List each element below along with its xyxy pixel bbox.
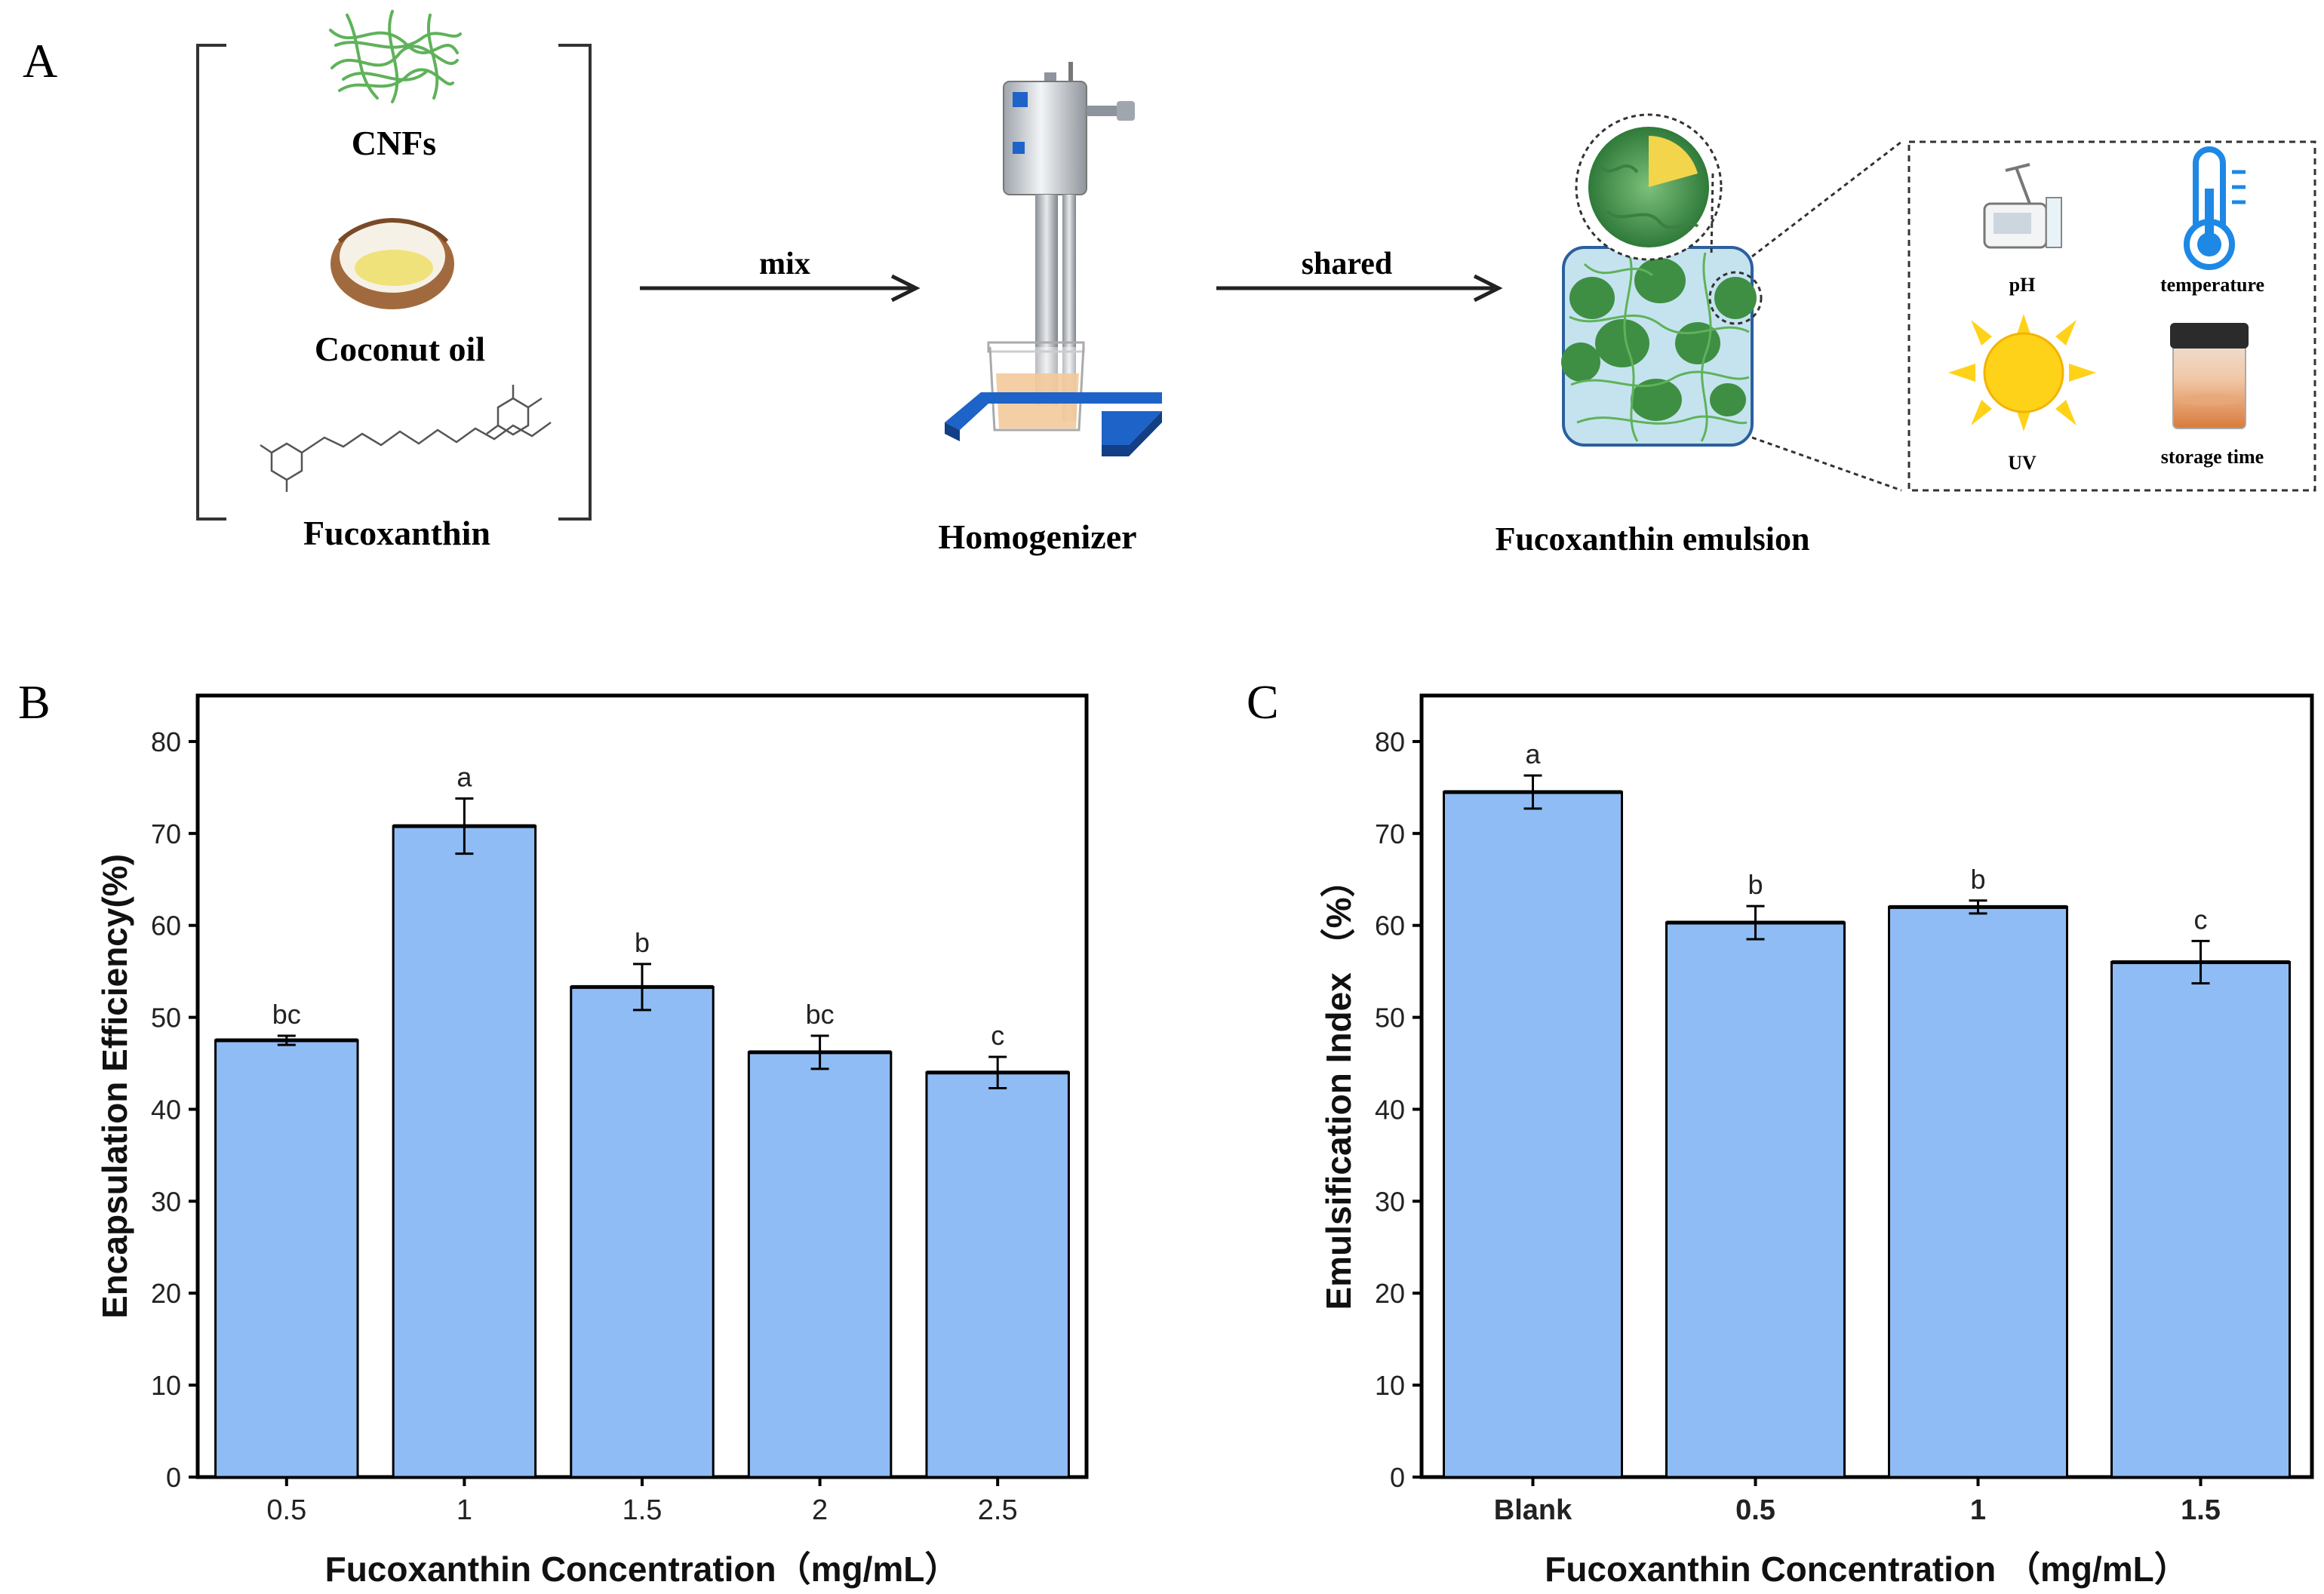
chart0-ytick-label: 0 bbox=[166, 1462, 181, 1493]
arrow-shared-label: shared bbox=[1302, 247, 1393, 281]
chart1-ytick-label: 40 bbox=[1375, 1094, 1405, 1125]
chart0-xtick-label: 2.5 bbox=[978, 1494, 1018, 1526]
chart1-ytick-label: 10 bbox=[1375, 1370, 1405, 1401]
chart1-ytick-label: 60 bbox=[1375, 911, 1405, 941]
ph-meter-icon bbox=[1983, 163, 2062, 249]
chart1-ytick-label: 50 bbox=[1375, 1003, 1405, 1033]
right-bracket bbox=[558, 44, 592, 521]
emulsion-label: Fucoxanthin emulsion bbox=[1496, 521, 1810, 557]
panel-a-schematic: A CNFs Coconut oil bbox=[23, 10, 2316, 557]
chart0-bar bbox=[925, 1071, 1070, 1479]
chart1-xtick-label: Blank bbox=[1494, 1494, 1572, 1526]
chart1-bar bbox=[1443, 791, 1623, 1479]
ingredient-coconut-oil: Coconut oil bbox=[315, 330, 485, 368]
panel-label-a: A bbox=[23, 34, 57, 88]
chart0-ytick-label: 40 bbox=[151, 1094, 181, 1125]
chart0-x-axis-title: Fucoxanthin Concentration（mg/mL） bbox=[325, 1549, 960, 1589]
chart0-significance-letter: a bbox=[456, 762, 472, 793]
chart0-bar bbox=[570, 985, 715, 1479]
factors-box bbox=[1907, 140, 2316, 492]
chart1-xtick-label: 1 bbox=[1970, 1494, 1986, 1526]
factor-temperature: temperature bbox=[2160, 274, 2264, 296]
chart1-ytick-label: 70 bbox=[1375, 818, 1405, 849]
sun-icon bbox=[1948, 314, 2096, 432]
thermometer-icon bbox=[2184, 146, 2246, 270]
chart1-xtick-label: 0.5 bbox=[1735, 1494, 1775, 1526]
chart0-y-axis-title: Encapsulation Efficiency(%) bbox=[95, 854, 134, 1319]
homogenizer-label: Homogenizer bbox=[938, 518, 1136, 556]
arrow-mix bbox=[640, 274, 921, 303]
chart0-ytick-label: 30 bbox=[151, 1186, 181, 1217]
chart1-ytick-label: 80 bbox=[1375, 726, 1405, 757]
chart1-significance-letter: a bbox=[1525, 739, 1541, 769]
chart1-plot-frame bbox=[1419, 693, 2314, 1479]
panel-label-c: C bbox=[1247, 675, 1279, 729]
vial-icon bbox=[2170, 323, 2249, 429]
chart0-significance-letter: bc bbox=[806, 999, 835, 1030]
chart0-ytick-label: 10 bbox=[151, 1370, 181, 1401]
ingredient-cnfs: CNFs bbox=[352, 124, 436, 162]
factor-storage-time: storage time bbox=[2161, 446, 2264, 468]
factor-ph: pH bbox=[2009, 274, 2036, 296]
left-bracket bbox=[196, 44, 226, 521]
chart0-ytick-label: 20 bbox=[151, 1278, 181, 1309]
chart0-significance-letter: bc bbox=[272, 999, 301, 1030]
arrow-shared bbox=[1216, 274, 1503, 303]
chart0-bar bbox=[747, 1051, 893, 1479]
molecule-icon bbox=[260, 385, 552, 492]
panel-label-b: B bbox=[18, 675, 51, 729]
chart1-ytick-label: 30 bbox=[1375, 1186, 1405, 1217]
chart1-significance-letter: b bbox=[1748, 869, 1763, 900]
chart1-x-axis-title: Fucoxanthin Concentration （mg/mL） bbox=[1545, 1549, 2189, 1589]
chart0-ytick-label: 80 bbox=[151, 726, 181, 757]
arrow-mix-label: mix bbox=[759, 247, 810, 281]
chart1-bar bbox=[2110, 960, 2291, 1479]
chart0-significance-letter: b bbox=[635, 927, 650, 958]
chart1-bar bbox=[1888, 905, 2068, 1479]
chart1-ytick-label: 0 bbox=[1390, 1462, 1405, 1493]
chart0-bar bbox=[392, 825, 537, 1479]
ingredient-fucoxanthin: Fucoxanthin bbox=[303, 514, 490, 552]
chart0-ytick-label: 60 bbox=[151, 911, 181, 941]
chart0-xtick-label: 2 bbox=[812, 1494, 828, 1526]
chart1-y-axis-title: Emulsification Index （%） bbox=[1319, 863, 1358, 1310]
panel-b-chart: B 0 10 20 30 40 50 60 70 80 bc 0.5 a 1 b 1.5 bc 2 c 2.5Fuc… bbox=[18, 675, 1089, 1589]
chart0-xtick-label: 0.5 bbox=[266, 1494, 306, 1526]
chart0-ytick-label: 70 bbox=[151, 818, 181, 849]
chart0-bar bbox=[214, 1039, 359, 1479]
fiber-network-icon bbox=[329, 10, 462, 103]
chart0-significance-letter: c bbox=[991, 1020, 1004, 1051]
chart0-ytick-label: 50 bbox=[151, 1003, 181, 1033]
homogenizer-icon bbox=[945, 62, 1162, 456]
chart1-significance-letter: b bbox=[1970, 864, 1985, 895]
emulsion-icon bbox=[1561, 113, 1902, 492]
chart0-xtick-label: 1.5 bbox=[622, 1494, 662, 1526]
coconut-icon bbox=[330, 217, 454, 309]
chart1-significance-letter: c bbox=[2194, 904, 2208, 935]
chart0-xtick-label: 1 bbox=[456, 1494, 472, 1526]
chart1-xtick-label: 1.5 bbox=[2181, 1494, 2221, 1526]
chart1-ytick-label: 20 bbox=[1375, 1278, 1405, 1309]
chart1-bar bbox=[1665, 921, 1846, 1479]
factor-uv: UV bbox=[2008, 452, 2037, 474]
encapsulation-efficiency-chart: 0 10 20 30 40 50 60 70 80 bc 0.5 a 1 b 1.5 bc 2 c 2.5Fucox… bbox=[95, 693, 1089, 1589]
